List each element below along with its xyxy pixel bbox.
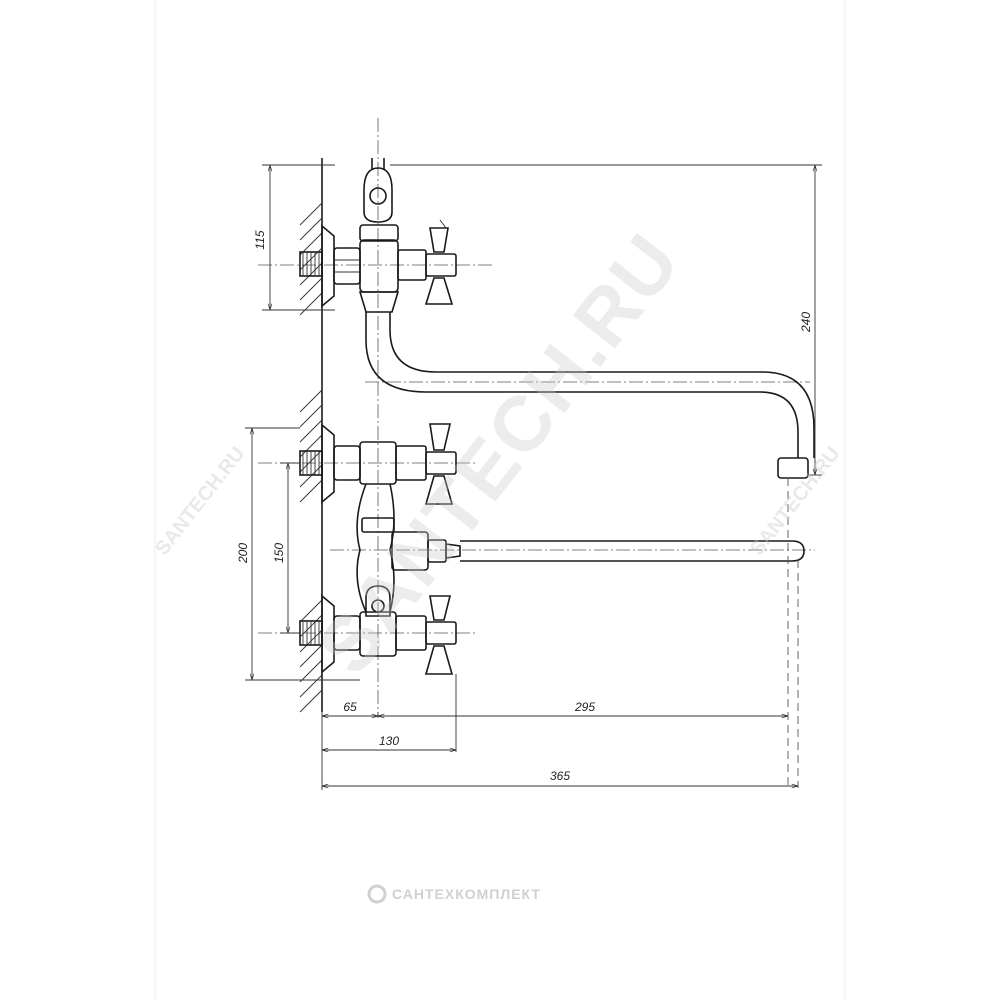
upper-spout (365, 312, 815, 479)
dimension-150: 150 (272, 543, 286, 563)
dimension-130: 130 (379, 734, 399, 748)
wall-hatching-middle (299, 389, 323, 503)
dimension-295: 295 (574, 700, 595, 714)
watermark-domain-right: SANTECH.RU (746, 443, 844, 560)
watermark-brand-logo: САНТЕХКОМПЛЕКТ (367, 884, 541, 904)
dimension-115: 115 (253, 230, 267, 249)
dimension-240: 240 (799, 312, 813, 333)
background-frame (154, 0, 846, 1000)
axis-lines (258, 118, 815, 712)
dimension-200: 200 (236, 543, 250, 564)
watermark-domain-left: SANTECH.RU (151, 443, 249, 560)
upper-eccentric-thread (299, 251, 323, 277)
dimension-lines (245, 164, 822, 786)
dimension-365: 365 (550, 769, 570, 783)
dimension-65: 65 (343, 700, 357, 714)
lower-spout (460, 540, 805, 562)
mid-eccentric-thread (299, 450, 323, 476)
shower-diverter-unit (299, 158, 457, 313)
watermarks: SANTECH.RU SANTECH.RU SANTECH.RU САНТЕХК… (151, 217, 844, 904)
watermark-brand: САНТЕХКОМПЛЕКТ (392, 886, 541, 902)
mixer-body (299, 423, 461, 675)
dimension-labels: 115 240 200 150 65 295 130 365 (236, 230, 813, 783)
